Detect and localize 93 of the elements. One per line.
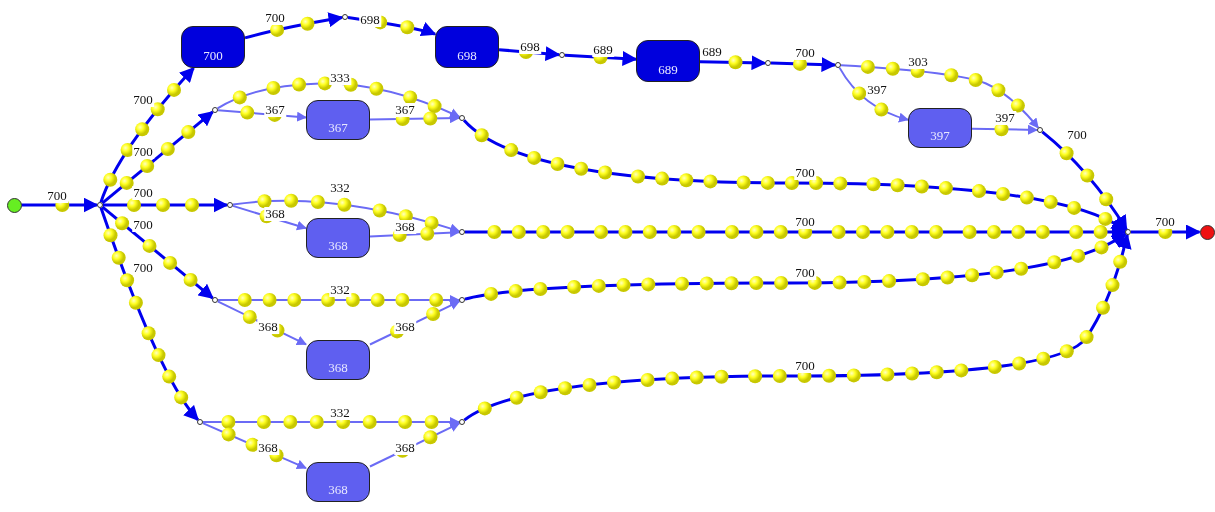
flow-arrow (564, 50, 638, 66)
flow-arrow (463, 233, 1132, 422)
junction-dot (212, 297, 218, 303)
edge-label: 333 (329, 71, 351, 85)
flow-arrow (699, 55, 767, 71)
edge-label: 332 (329, 406, 351, 420)
edge-label: 397 (994, 111, 1016, 125)
junction-dot (459, 229, 465, 235)
junction-dot (197, 419, 203, 425)
flow-arrow (216, 82, 461, 118)
activity-count: 397 (930, 128, 950, 145)
flow-arrow (201, 422, 307, 470)
junction-dot (559, 52, 565, 58)
edge-label: 368 (394, 441, 416, 455)
flow-arrow (464, 232, 1127, 301)
edge-label: 700 (132, 186, 154, 200)
edge-label: 700 (794, 46, 816, 60)
flow-arrow (231, 199, 461, 234)
junction-dot (765, 60, 771, 66)
edge-label: 700 (794, 166, 816, 180)
flow-arrow (840, 64, 1040, 129)
activity-box (908, 108, 972, 148)
edge-label: 367 (394, 103, 416, 117)
activity-count: 689 (658, 62, 678, 79)
edge-label: 700 (1154, 215, 1176, 229)
flow-arrow (217, 109, 307, 122)
flow-arrow (838, 66, 909, 123)
edge-label: 689 (701, 45, 723, 59)
flow-arrow (1131, 224, 1201, 240)
junction-dot (459, 297, 465, 303)
end-circle (1199, 224, 1215, 240)
edge-label: 368 (394, 220, 416, 234)
edge-label: 700 (132, 145, 154, 159)
edge-label: 700 (132, 218, 154, 232)
activity-count: 368 (328, 482, 348, 499)
junction-dot (459, 419, 465, 425)
junction-dot (1037, 127, 1043, 133)
flow-arrow (462, 119, 1127, 232)
edge-label: 332 (329, 283, 351, 297)
edge-label: 303 (907, 55, 929, 69)
flow-arrow (231, 204, 307, 231)
activity-box (636, 40, 700, 82)
edge-label: 368 (257, 441, 279, 455)
edge-label: 700 (794, 266, 816, 280)
activity-box (181, 26, 245, 68)
junction-dot (212, 107, 218, 113)
junction-dot (459, 115, 465, 121)
activity-box (306, 218, 370, 258)
edge-label: 397 (866, 83, 888, 97)
flow-arrow (498, 46, 561, 62)
edge-label: 332 (329, 181, 351, 195)
flow-arrow (101, 205, 214, 300)
junction-dot (835, 62, 841, 68)
edge-label: 698 (359, 13, 381, 27)
activity-box (306, 462, 370, 502)
flow-arrow (21, 197, 99, 213)
start-circle (6, 197, 22, 213)
edge-label: 368 (264, 207, 286, 221)
activity-count: 367 (328, 120, 348, 137)
edge-label: 700 (794, 359, 816, 373)
flow-arrow (99, 66, 195, 203)
flow-arrow (369, 227, 460, 238)
edge-label: 367 (264, 103, 286, 117)
junction-dot (227, 202, 233, 208)
activity-count: 368 (328, 360, 348, 377)
flow-arrow (369, 113, 460, 124)
junction-dot (97, 202, 103, 208)
flow-arrow (244, 12, 344, 40)
activity-box (306, 340, 370, 380)
flow-arrow (770, 57, 837, 73)
edge-label: 698 (519, 40, 541, 54)
junction-dot (342, 14, 348, 20)
edge-label: 689 (592, 43, 614, 57)
edge-label: 700 (1066, 128, 1088, 142)
flow-arrow (1041, 130, 1128, 231)
flow-arrow (99, 207, 200, 421)
activity-count: 368 (328, 238, 348, 255)
activity-count: 700 (203, 48, 223, 65)
edge-label: 700 (46, 189, 68, 203)
flow-arrow (101, 110, 214, 205)
flow-arrow (369, 422, 461, 468)
edge-label: 700 (132, 261, 154, 275)
activity-box (306, 100, 370, 140)
activity-box (435, 26, 499, 68)
activity-count: 698 (457, 48, 477, 65)
flow-arrow (971, 124, 1038, 135)
edge-label: 368 (394, 320, 416, 334)
junction-dot (1125, 229, 1131, 235)
edge-label: 700 (794, 215, 816, 229)
edge-label: 368 (257, 320, 279, 334)
edge-label: 700 (264, 11, 286, 25)
flow-arrow (103, 197, 229, 213)
edge-label: 700 (132, 93, 154, 107)
